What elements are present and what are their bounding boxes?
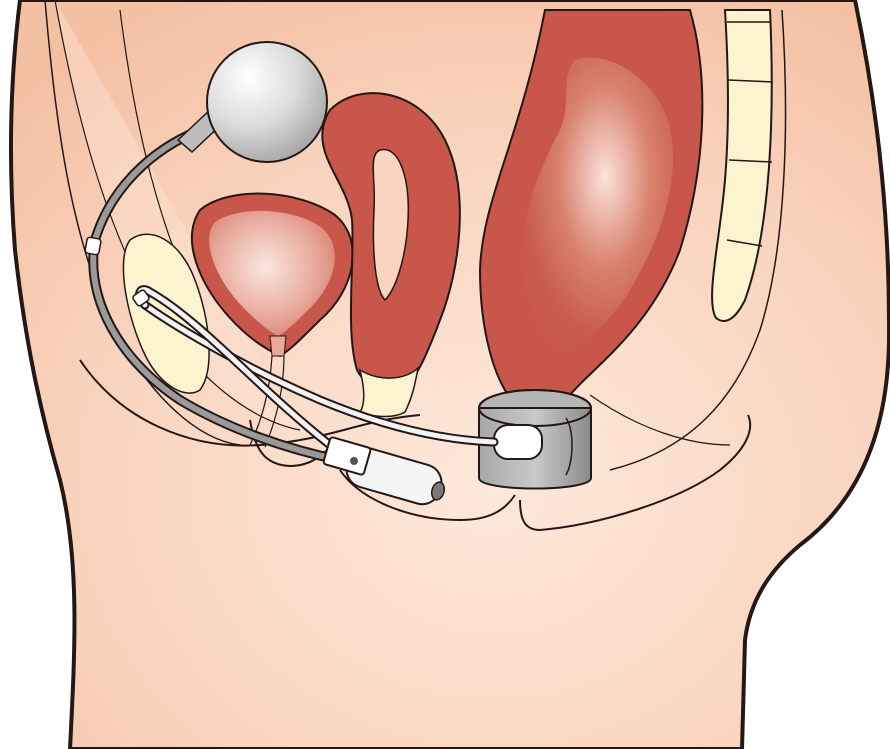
anatomical-diagram xyxy=(0,0,890,749)
diagram-svg xyxy=(0,0,890,749)
